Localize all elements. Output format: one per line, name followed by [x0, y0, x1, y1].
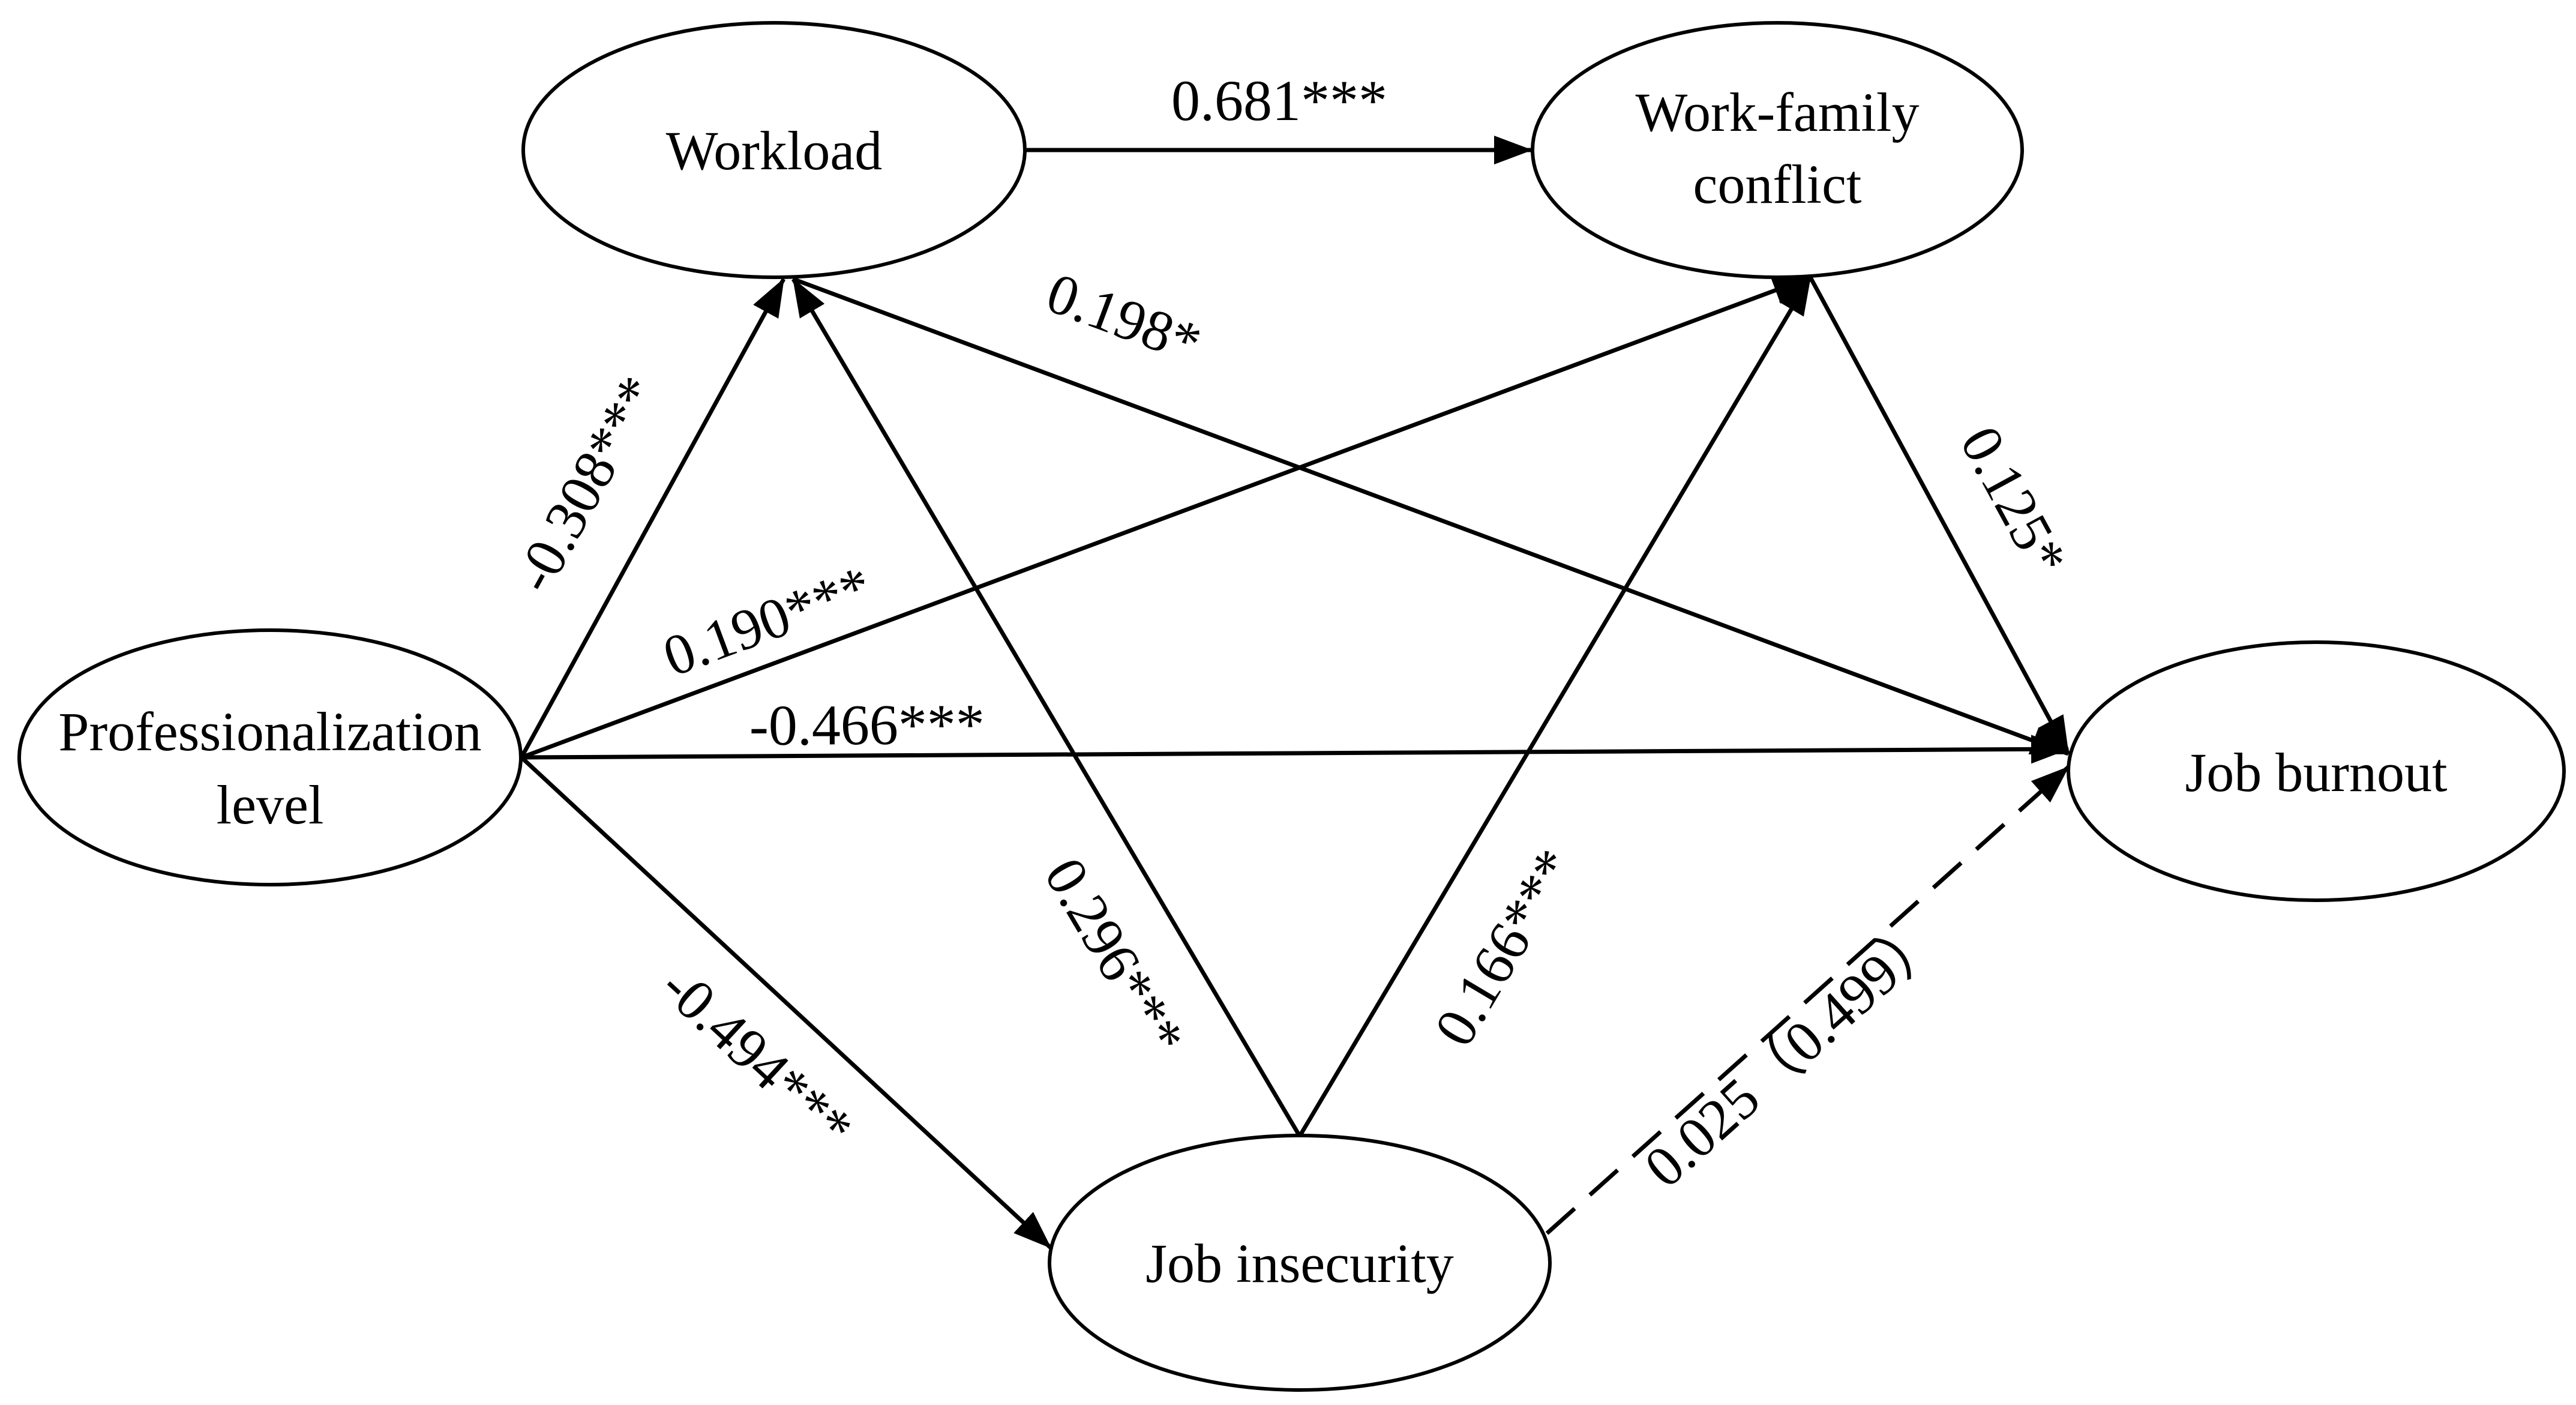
professionalization-level-ellipse — [17, 628, 523, 886]
node-job-burnout: Job burnout — [2067, 640, 2566, 902]
label-job-insecurity-to-work-family-conflict: 0.166*** — [1422, 838, 1587, 1056]
label-job-insecurity-to-job-burnout: 0.025（0.499） — [1632, 902, 1954, 1200]
label-professionalization-to-workload: -0.308*** — [501, 366, 670, 603]
job-burnout-ellipse — [2067, 640, 2566, 902]
label-professionalization-to-job-burnout: -0.466*** — [749, 692, 985, 757]
label-work-family-conflict-to-job-burnout: 0.125* — [1948, 416, 2080, 586]
work-family-conflict-label-line-1: Work-family — [1636, 82, 1920, 143]
edge-professionalization-to-work-family-conflict — [520, 275, 1812, 760]
edge-professionalization-to-job-insecurity — [520, 756, 1052, 1250]
edge-job-insecurity-to-work-family-conflict — [1297, 276, 1813, 1137]
edge-job-insecurity-to-job-burnout — [1545, 765, 2070, 1235]
workload-label: Workload — [666, 120, 883, 181]
professionalization-level-label-line-1: Professionalization — [58, 701, 481, 762]
node-work-family-conflict: Work-family conflict — [1531, 21, 2024, 279]
edge-work-family-conflict-to-job-burnout — [1808, 276, 2071, 755]
edges — [519, 136, 2071, 1250]
edge-professionalization-to-workload — [519, 278, 786, 759]
edge-workload-to-job-burnout — [792, 277, 2070, 756]
edge-job-insecurity-to-workload — [791, 278, 1302, 1137]
job-burnout-label: Job burnout — [2185, 742, 2448, 803]
node-professionalization-level: Professionalization level — [17, 628, 523, 886]
node-workload: Workload — [521, 21, 1027, 279]
job-insecurity-ellipse — [1048, 1134, 1552, 1392]
work-family-conflict-label-line-2: conflict — [1693, 154, 1862, 215]
node-job-insecurity: Job insecurity — [1048, 1134, 1552, 1392]
job-insecurity-label: Job insecurity — [1145, 1233, 1454, 1294]
workload-ellipse — [521, 21, 1027, 279]
label-workload-to-work-family-conflict: 0.681*** — [1171, 68, 1387, 133]
edge-professionalization-to-job-burnout — [521, 735, 2070, 764]
label-workload-to-job-burnout: 0.198* — [1039, 260, 1210, 375]
label-professionalization-to-job-insecurity: -0.494*** — [649, 954, 865, 1161]
label-professionalization-to-work-family-conflict: 0.190*** — [655, 553, 880, 689]
professionalization-level-label-line-2: level — [217, 774, 324, 835]
work-family-conflict-ellipse — [1531, 21, 2024, 279]
label-job-insecurity-to-workload: 0.296*** — [1032, 847, 1197, 1065]
